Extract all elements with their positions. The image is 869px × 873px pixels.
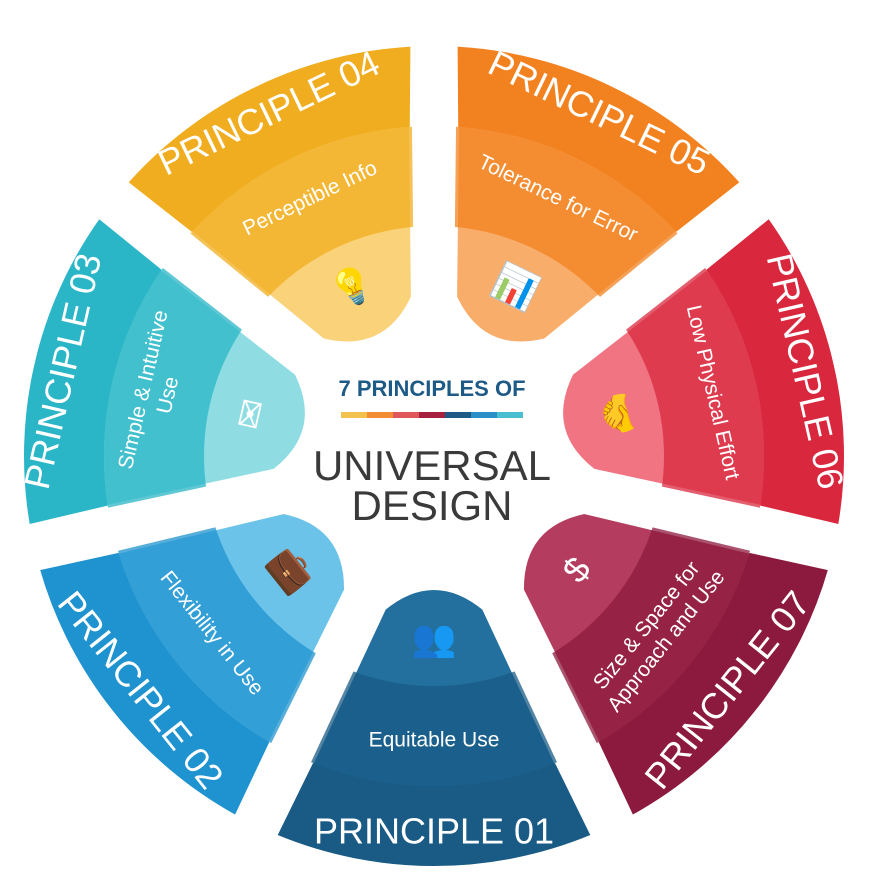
handshake-icon: 🤝 — [592, 388, 642, 441]
color-stripe-segment — [445, 412, 471, 418]
center-title-line1: UNIVERSAL — [313, 442, 551, 489]
color-stripe-segment — [471, 412, 497, 418]
color-stripe-segment — [419, 412, 445, 418]
center-title-line2: DESIGN — [351, 482, 512, 529]
petal-outer-band — [598, 552, 838, 824]
petal-middle-band — [623, 265, 764, 512]
center-title: 7 PRINCIPLES OF UNIVERSAL DESIGN — [313, 376, 551, 529]
principle-petal: $Size & Space forApproach and UsePRINCIP… — [517, 507, 838, 824]
people-icon: 👥 — [412, 618, 457, 659]
petal-middle-band — [187, 126, 418, 300]
petal-outer-band — [30, 552, 270, 824]
color-stripe-segment — [393, 412, 419, 418]
center-kicker: 7 PRINCIPLES OF — [338, 376, 525, 401]
petal-middle-band — [104, 265, 245, 512]
petal-middle-band — [450, 126, 681, 300]
principle-name: Equitable Use — [369, 729, 500, 752]
petal-middle-band — [116, 523, 320, 745]
petal-outer-band — [277, 763, 591, 866]
petal-middle-band — [307, 669, 561, 786]
petal-outer-band — [120, 36, 411, 232]
color-stripe-segment — [341, 412, 367, 418]
petal-outer-band — [457, 36, 748, 232]
color-stripe — [341, 412, 523, 418]
color-stripe-segment — [497, 412, 523, 418]
color-stripe-segment — [367, 412, 393, 418]
principle-number: PRINCIPLE 01 — [314, 811, 554, 852]
petal-middle-band — [548, 523, 752, 745]
